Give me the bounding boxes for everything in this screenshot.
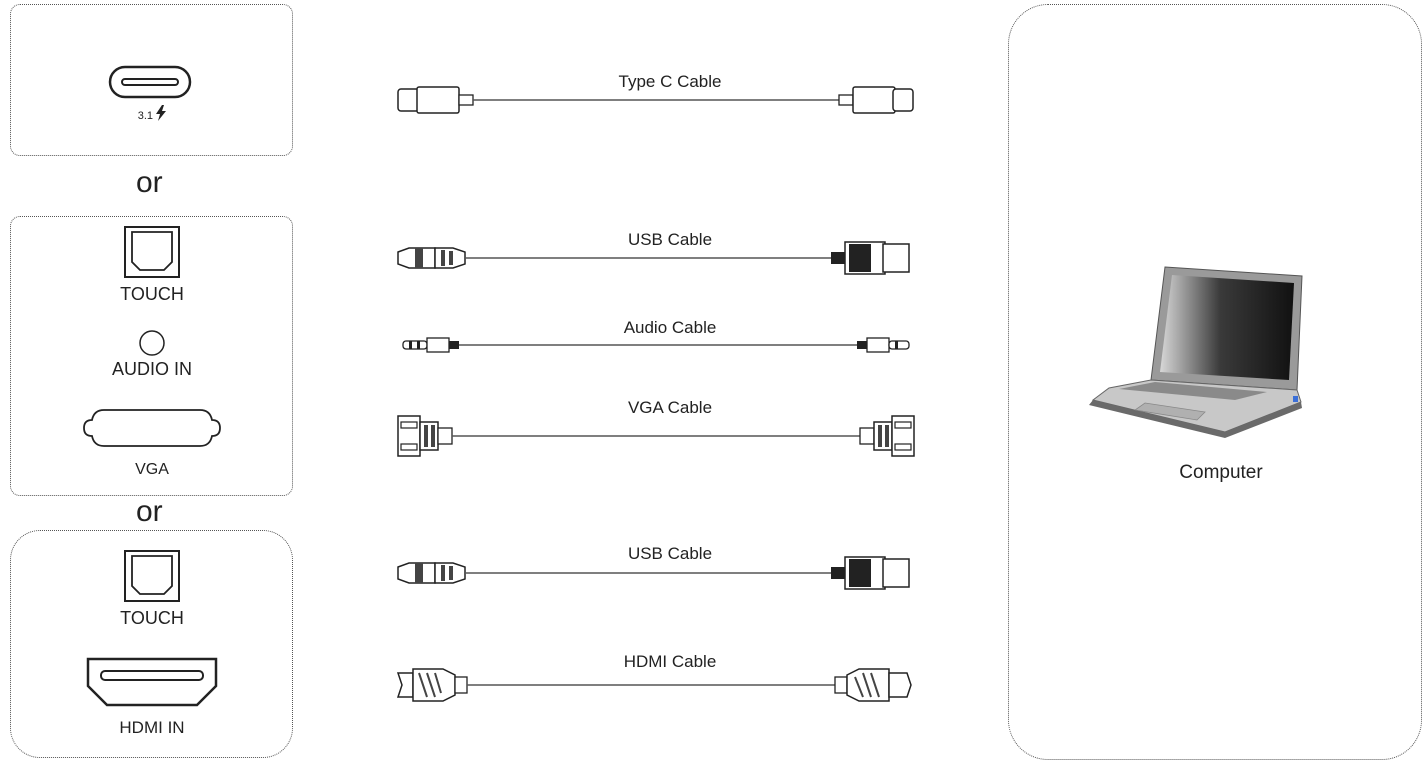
touch-label-2: TOUCH: [120, 608, 184, 628]
vga-port-icon: [83, 409, 221, 447]
hdmi-ports-panel: [10, 530, 293, 758]
usb-cable-label-1: USB Cable: [627, 230, 713, 249]
or-label-1: or: [136, 166, 163, 199]
vga-label: VGA: [135, 461, 169, 478]
typec-cable-label: Type C Cable: [618, 72, 722, 91]
typec-port-label: 3.1: [137, 110, 153, 122]
audio-in-label: AUDIO IN: [111, 359, 192, 379]
computer-label: Computer: [1179, 462, 1263, 483]
hdmi-port-icon: [86, 657, 218, 707]
vga-cable-label: VGA Cable: [627, 398, 713, 417]
or-label-2: or: [136, 495, 163, 528]
laptop-icon: [1089, 266, 1303, 438]
audio-cable-label: Audio Cable: [623, 318, 717, 337]
typec-cable: [397, 86, 914, 114]
lightning-icon: [156, 105, 166, 121]
vga-ports-panel: [10, 216, 293, 496]
usb-b-port-icon-2: [124, 550, 180, 602]
audio-cable: [402, 337, 910, 353]
usb-c-port-icon: [108, 65, 192, 99]
usb-cable-2: [397, 556, 910, 590]
usb-b-port-icon: [124, 226, 180, 278]
usb-cable-label-2: USB Cable: [627, 544, 713, 563]
hdmi-cable: [396, 668, 912, 702]
audio-port-icon: [139, 330, 165, 356]
usb-cable-1: [397, 241, 910, 275]
touch-label-1: TOUCH: [120, 284, 184, 304]
hdmi-in-label: HDMI IN: [119, 718, 185, 737]
vga-cable: [397, 415, 915, 457]
hdmi-cable-label: HDMI Cable: [623, 652, 717, 671]
